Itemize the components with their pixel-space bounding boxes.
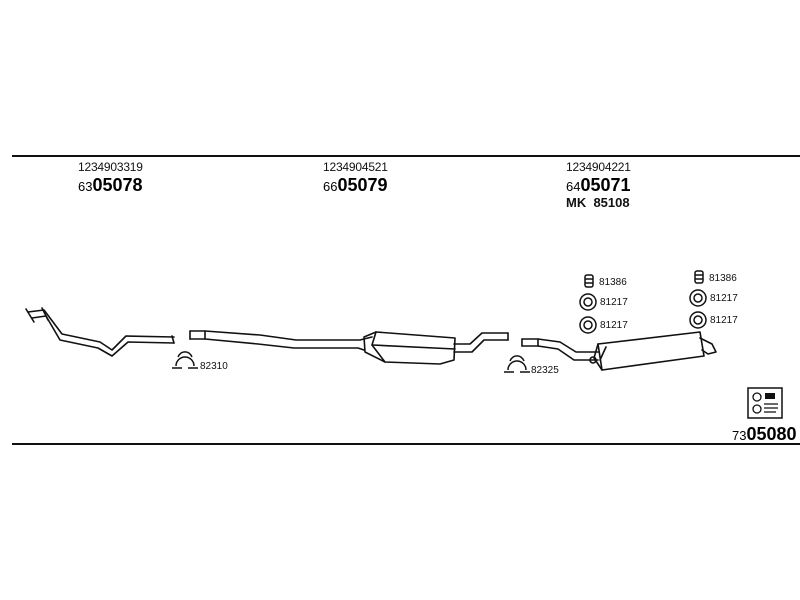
part-number-front-pipe[interactable]: 6305078 [78, 175, 143, 196]
clamp-82310-icon[interactable] [172, 351, 198, 369]
rubber-ring-icon[interactable] [579, 316, 597, 334]
part-main-number: 05078 [92, 175, 143, 195]
oe-number-rear-silencer: 1234904221 [566, 160, 631, 174]
part-number-middle-silencer[interactable]: 6605079 [323, 175, 388, 196]
kit-prefix: MK [566, 195, 587, 210]
oe-number-middle-silencer: 1234904521 [323, 160, 388, 174]
clamp-label: 82310 [200, 361, 228, 372]
rubber-mount-icon[interactable] [584, 274, 594, 288]
part-prefix: 66 [323, 179, 338, 194]
rubber-ring-icon[interactable] [579, 293, 597, 311]
rubber-ring-icon[interactable] [689, 311, 707, 329]
part-main-number: 05079 [337, 175, 388, 195]
bottom-divider [12, 443, 800, 445]
kit-number: 85108 [593, 195, 630, 210]
part-main-number: 05071 [580, 175, 631, 195]
rubber-label: 81217 [710, 293, 738, 304]
rear-silencer-drawing[interactable] [521, 331, 717, 371]
part-number-mounting-kit[interactable]: 7305080 [732, 424, 797, 445]
part-prefix: 63 [78, 179, 93, 194]
clamp-label: 82325 [531, 365, 559, 376]
middle-silencer-drawing[interactable] [189, 330, 509, 365]
mounting-kit-label[interactable]: MK 85108 [566, 195, 630, 210]
rubber-label: 81217 [600, 320, 628, 331]
part-main-number: 05080 [746, 424, 797, 444]
top-divider [12, 155, 800, 157]
clamp-82325-icon[interactable] [504, 355, 530, 373]
mounting-kit-icon[interactable] [747, 387, 783, 419]
rubber-label: 81217 [600, 297, 628, 308]
part-number-rear-silencer[interactable]: 6405071 [566, 175, 631, 196]
rubber-label: 81386 [709, 273, 737, 284]
oe-number-front-pipe: 1234903319 [78, 160, 143, 174]
rubber-ring-icon[interactable] [689, 289, 707, 307]
front-pipe-drawing[interactable] [25, 307, 175, 357]
rubber-mount-icon[interactable] [694, 270, 704, 284]
rubber-label: 81217 [710, 315, 738, 326]
rubber-label: 81386 [599, 277, 627, 288]
part-prefix: 73 [732, 428, 747, 443]
part-prefix: 64 [566, 179, 581, 194]
